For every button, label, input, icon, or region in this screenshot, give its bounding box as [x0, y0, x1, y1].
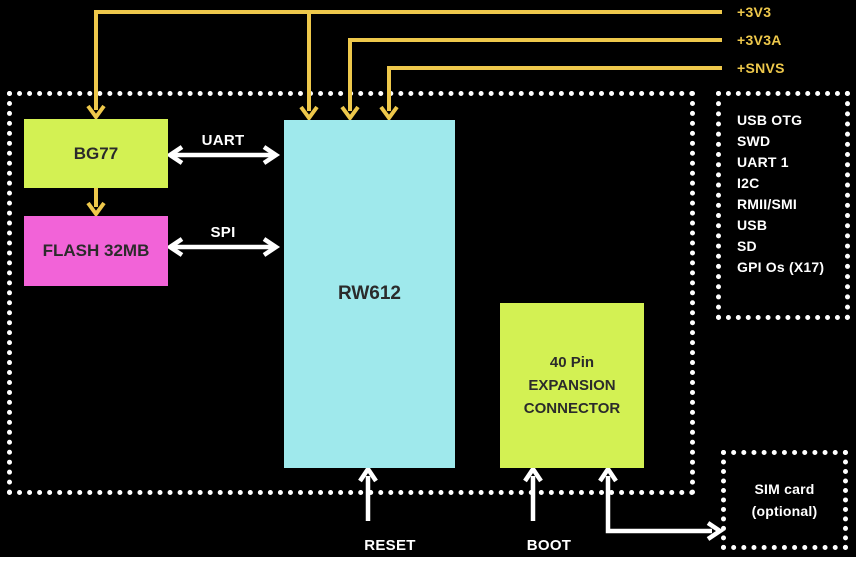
peripheral-item: I2C	[737, 175, 760, 191]
reset-signal-label: RESET	[364, 537, 416, 554]
peripherals-box	[716, 91, 850, 320]
expansion-connector-block: 40 Pin EXPANSION CONNECTOR	[500, 303, 644, 468]
peripheral-item: GPI Os (X17)	[737, 259, 825, 275]
rw612-label: RW612	[337, 283, 401, 304]
sim-card-label: SIM card (optional)	[721, 478, 848, 522]
sim-card-label-line2: (optional)	[751, 503, 818, 519]
power-rail-snvs-label: +SNVS	[737, 60, 785, 76]
page-bottom-margin	[0, 557, 856, 566]
flash-block: FLASH 32MB	[24, 216, 168, 286]
peripheral-item: SWD	[737, 133, 771, 149]
bg77-block: BG77	[24, 119, 168, 188]
power-rail-3v3-label: +3V3	[737, 4, 772, 20]
power-rail-3v3a-label: +3V3A	[737, 32, 782, 48]
flash-label: FLASH 32MB	[42, 241, 150, 260]
expansion-label-line1: 40 Pin	[549, 354, 595, 371]
peripheral-item: RMII/SMI	[737, 196, 797, 212]
peripheral-item: UART 1	[737, 154, 789, 170]
peripherals-list: USB OTG SWD UART 1 I2C RMII/SMI USB SD G…	[737, 110, 824, 278]
peripheral-item: SD	[737, 238, 757, 254]
peripheral-item: USB OTG	[737, 112, 803, 128]
sim-card-label-line1: SIM card	[754, 481, 815, 497]
bg77-label: BG77	[73, 143, 119, 163]
rw612-block: RW612	[284, 120, 455, 468]
peripheral-item: USB	[737, 217, 768, 233]
sim-card-box	[721, 450, 848, 550]
expansion-label-line2: EXPANSION	[528, 377, 616, 394]
expansion-connector-label: 40 Pin EXPANSION CONNECTOR	[524, 351, 620, 420]
expansion-label-line3: CONNECTOR	[523, 400, 621, 417]
boot-signal-label: BOOT	[526, 537, 572, 554]
uart-bus-label: UART	[201, 132, 245, 149]
spi-bus-label: SPI	[210, 224, 236, 241]
